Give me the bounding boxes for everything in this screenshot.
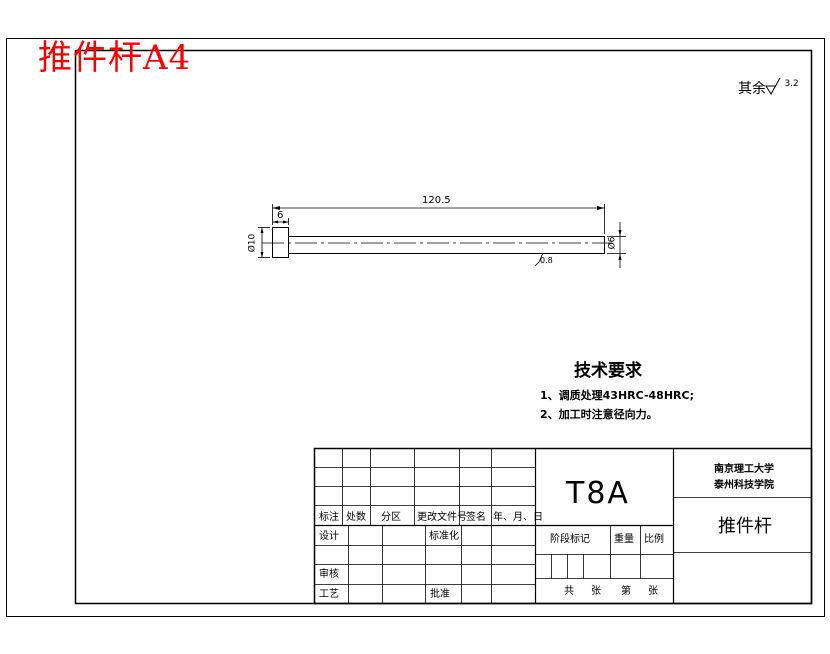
design-label: 设计	[319, 531, 339, 542]
title-block-grid	[313, 447, 813, 605]
approve-label: 批准	[430, 589, 450, 600]
dim-rod-diameter	[607, 222, 626, 268]
sheet-no-label: 第	[621, 586, 631, 597]
tech-requirements-title: 技术要求	[574, 361, 642, 381]
dim-length-text: 120.5	[422, 195, 451, 206]
part-rod	[272, 227, 605, 258]
dim-head-diameter	[258, 227, 270, 258]
school-name-line2: 泰州科技学院	[714, 480, 774, 491]
review-label: 审核	[319, 569, 339, 580]
header-date: 年、月、日	[493, 512, 543, 523]
process-label: 工艺	[319, 589, 339, 600]
weight-label: 重量	[614, 534, 634, 545]
header-count: 处数	[346, 512, 366, 523]
outer-border	[6, 38, 825, 617]
part-name: 推件杆	[718, 516, 772, 537]
dim-rod-diameter-text: Ø6	[607, 236, 618, 250]
header-mark: 标注	[319, 512, 339, 523]
page-title: 推件杆A4	[38, 38, 192, 78]
tech-requirement-item: 1、调质处理43HRC-48HRC;	[540, 389, 694, 402]
roughness-note: 其余 3.2	[738, 78, 799, 98]
sheets-total-label: 共	[564, 586, 574, 597]
dim-head-length	[272, 218, 289, 225]
standardize-label: 标准化	[429, 531, 459, 542]
header-signature: 签名	[466, 512, 486, 523]
header-doc-no: 更改文件号	[417, 512, 467, 523]
roughness-label: 其余	[738, 81, 766, 97]
roughness-symbol	[765, 77, 781, 95]
scale-label: 比例	[644, 534, 664, 545]
rod-roughness-mark	[534, 252, 544, 267]
dim-head-length-text: 6	[277, 210, 284, 221]
roughness-value: 3.2	[784, 79, 799, 89]
header-zone: 分区	[381, 512, 401, 523]
sheets-unit-label: 张	[591, 586, 601, 597]
material-code: T8A	[566, 476, 630, 511]
tech-requirement-item: 2、加工时注意径向力。	[540, 408, 658, 421]
dim-head-diameter-text: Ø10	[247, 233, 258, 253]
stage-mark-label: 阶段标记	[550, 534, 590, 545]
sheet-unit2-label: 张	[648, 586, 658, 597]
dim-length	[272, 204, 605, 234]
school-name-line1: 南京理工大学	[714, 464, 774, 475]
rod-roughness-text: 0.8	[540, 256, 553, 265]
